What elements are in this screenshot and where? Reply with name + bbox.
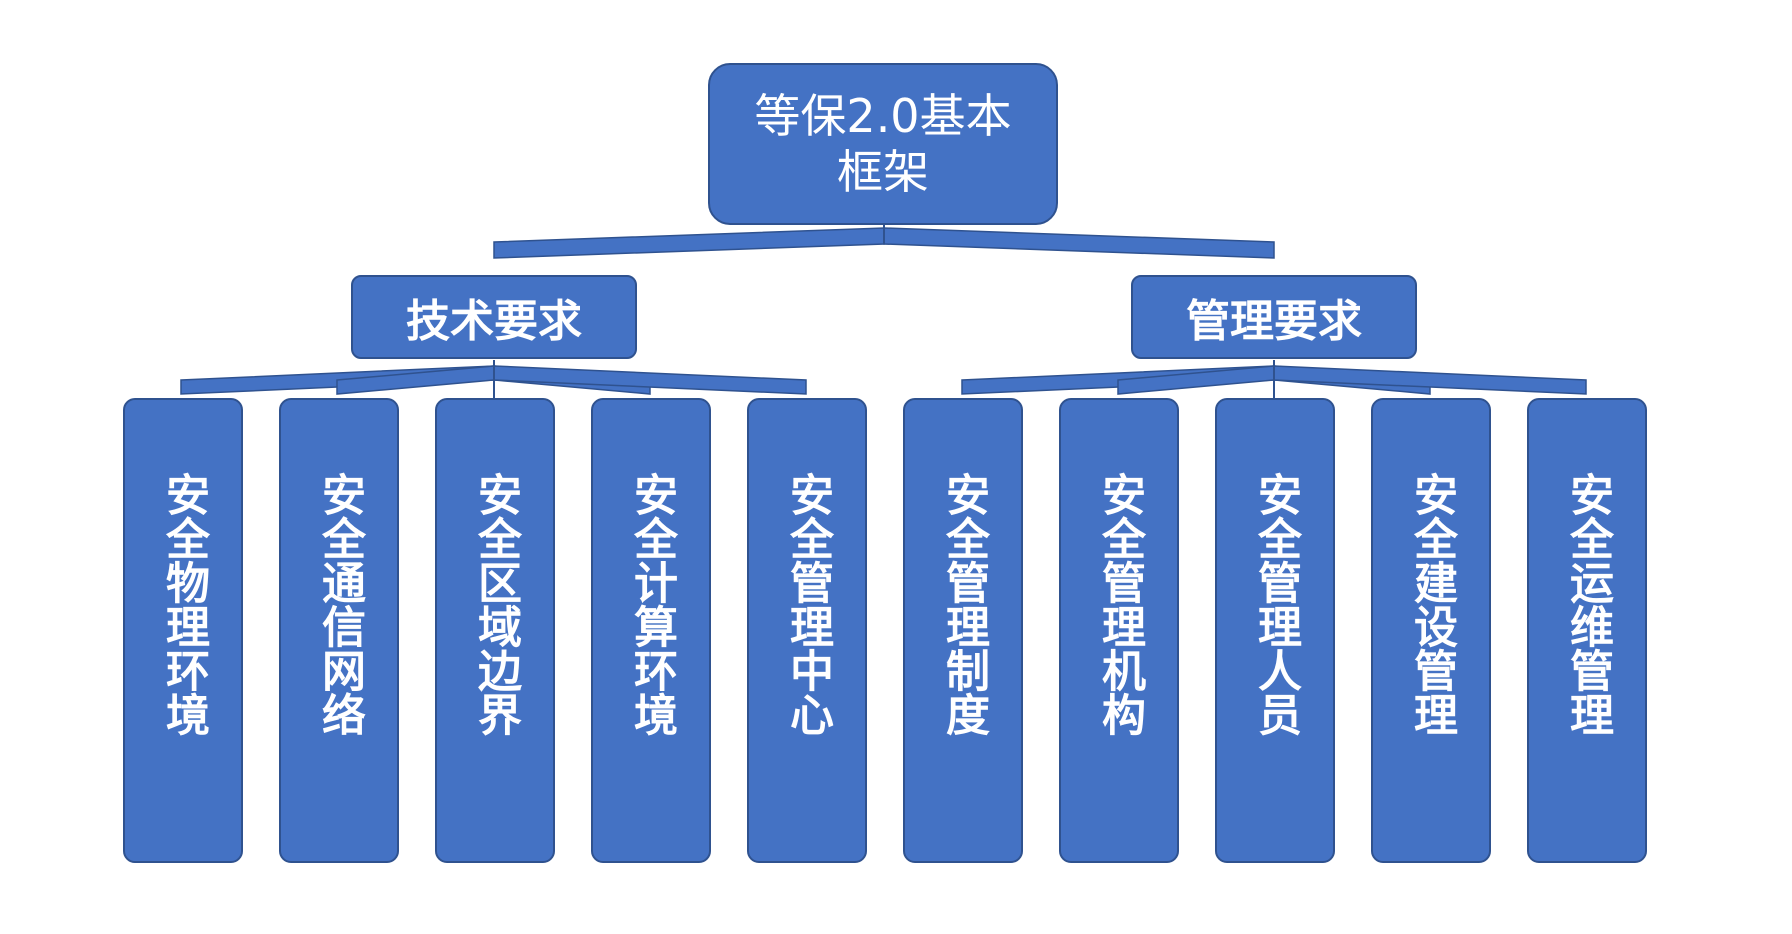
- leaf-label: 安全管理中心: [782, 472, 833, 736]
- leaf-label: 安全管理人员: [1250, 472, 1301, 736]
- leaf-label: 安全通信网络: [314, 472, 365, 736]
- branch-technical-requirements: 技术要求: [351, 275, 637, 359]
- leaf-label: 安全运维管理: [1562, 472, 1613, 736]
- leaf-label: 安全区域边界: [470, 472, 521, 736]
- leaf-construction-management: 安全建设管理: [1371, 398, 1491, 863]
- leaf-management-organization: 安全管理机构: [1059, 398, 1179, 863]
- leaf-label: 安全计算环境: [626, 472, 677, 736]
- root-title: 等保2.0基本框架: [754, 89, 1012, 199]
- leaf-communication-network: 安全通信网络: [279, 398, 399, 863]
- leaf-area-boundary: 安全区域边界: [435, 398, 555, 863]
- leaf-operations-management: 安全运维管理: [1527, 398, 1647, 863]
- connector-root-right: [883, 227, 1275, 259]
- leaf-management-center: 安全管理中心: [747, 398, 867, 863]
- root-node: 等保2.0基本框架: [708, 63, 1058, 225]
- leaf-label: 安全管理机构: [1094, 472, 1145, 736]
- leaf-physical-environment: 安全物理环境: [123, 398, 243, 863]
- leaf-label: 安全物理环境: [158, 472, 209, 736]
- leaf-label: 安全建设管理: [1406, 472, 1457, 736]
- connector-root-left: [493, 227, 885, 259]
- branch-label: 管理要求: [1186, 296, 1362, 347]
- leaf-computing-environment: 安全计算环境: [591, 398, 711, 863]
- leaf-label: 安全管理制度: [938, 472, 989, 736]
- branch-label: 技术要求: [406, 296, 582, 347]
- branch-management-requirements: 管理要求: [1131, 275, 1417, 359]
- leaf-management-personnel: 安全管理人员: [1215, 398, 1335, 863]
- leaf-management-system: 安全管理制度: [903, 398, 1023, 863]
